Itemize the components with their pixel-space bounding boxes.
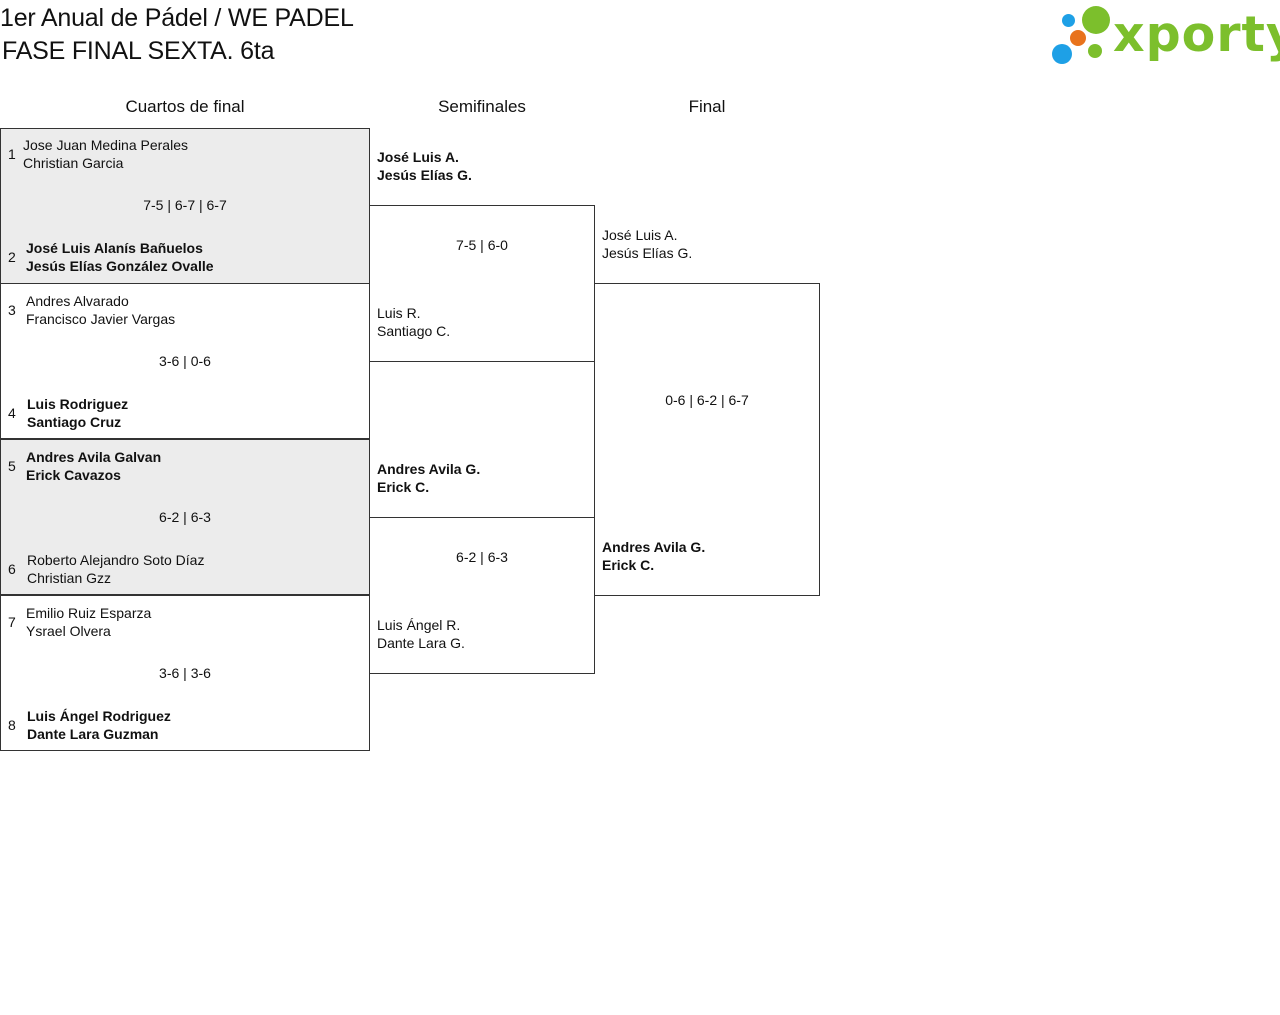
round-label-final: Final — [688, 97, 726, 116]
player-name: Ysrael Olvera — [26, 623, 111, 639]
semifinal-1-team-top-winner[interactable]: José Luis A. Jesús Elías G. — [377, 148, 472, 184]
logo-dot-green-small-icon — [1088, 44, 1102, 58]
logo-dot-green-icon — [1082, 6, 1110, 34]
player-name: Jesús Elías G. — [602, 245, 693, 261]
player-name: José Luis Alanís Bañuelos — [26, 240, 203, 256]
team-bottom-winner[interactable]: José Luis Alanís Bañuelos Jesús Elías Go… — [26, 239, 214, 275]
seed-number: 4 — [8, 405, 16, 421]
final-team-top[interactable]: José Luis A. Jesús Elías G. — [602, 226, 692, 262]
seed-number: 8 — [8, 717, 16, 733]
player-name: Dante Lara G. — [377, 635, 465, 651]
player-name: Luis Ángel Rodriguez — [27, 708, 171, 724]
match-score: 3-6 | 3-6 — [159, 665, 211, 681]
player-name: Erick C. — [377, 479, 430, 495]
team-top[interactable]: Andres Alvarado Francisco Javier Vargas — [26, 292, 175, 328]
player-name: Jesús Elías González Ovalle — [26, 258, 214, 274]
player-name: Emilio Ruiz Esparza — [26, 605, 152, 621]
xporty-logo[interactable]: xporty — [1050, 4, 1280, 68]
quarterfinal-match-4[interactable]: 7 Emilio Ruiz Esparza Ysrael Olvera 3-6 … — [0, 595, 370, 751]
player-name: Luis R. — [377, 305, 421, 321]
player-name: Francisco Javier Vargas — [26, 311, 176, 327]
player-name: Erick C. — [602, 557, 655, 573]
match-score: 0-6 | 6-2 | 6-7 — [665, 392, 749, 408]
player-name: Roberto Alejandro Soto Díaz — [27, 552, 205, 568]
team-bottom-winner[interactable]: Luis Rodriguez Santiago Cruz — [27, 395, 128, 431]
logo-wordmark: xporty — [1113, 6, 1280, 63]
seed-number: 2 — [8, 249, 16, 265]
match-score: 3-6 | 0-6 — [159, 353, 211, 369]
match-score: 6-2 | 6-3 — [159, 509, 211, 525]
team-bottom[interactable]: Luis Ángel R. Dante Lara G. — [377, 616, 465, 652]
quarterfinal-match-1[interactable]: 1 Jose Juan Medina Perales Christian Gar… — [0, 128, 370, 284]
quarterfinal-match-2[interactable]: 3 Andres Alvarado Francisco Javier Varga… — [0, 283, 370, 439]
team-top[interactable]: Emilio Ruiz Esparza Ysrael Olvera — [26, 604, 151, 640]
player-name: Jesús Elías G. — [377, 167, 472, 183]
player-name: José Luis A. — [377, 149, 459, 165]
player-name: Luis Ángel R. — [377, 617, 461, 633]
player-name: Erick Cavazos — [26, 467, 121, 483]
match-score: 6-2 | 6-3 — [456, 549, 508, 565]
seed-number: 3 — [8, 302, 16, 318]
team-top[interactable]: Jose Juan Medina Perales Christian Garci… — [23, 136, 188, 172]
round-label-quarterfinals: Cuartos de final — [125, 97, 245, 116]
seed-number: 5 — [8, 458, 16, 474]
player-name: Andres Avila G. — [377, 461, 481, 477]
player-name: Santiago Cruz — [27, 414, 122, 430]
logo-dot-orange-icon — [1070, 30, 1086, 46]
team-bottom[interactable]: Luis R. Santiago C. — [377, 304, 450, 340]
semifinal-match-1[interactable]: 7-5 | 6-0 Luis R. Santiago C. — [369, 205, 595, 362]
tournament-subtitle: FASE FINAL SEXTA. 6ta — [2, 37, 275, 65]
team-top-winner[interactable]: Andres Avila Galvan Erick Cavazos — [26, 448, 161, 484]
round-label-semifinals: Semifinales — [438, 97, 526, 116]
team-bottom-winner[interactable]: Luis Ángel Rodriguez Dante Lara Guzman — [27, 707, 171, 743]
player-name: Christian Gzz — [27, 570, 112, 586]
final-match[interactable]: 0-6 | 6-2 | 6-7 Andres Avila G. Erick C. — [594, 283, 820, 596]
seed-number: 6 — [8, 561, 16, 577]
player-name: Christian Garcia — [23, 155, 124, 171]
player-name: Jose Juan Medina Perales — [23, 137, 188, 153]
player-name: Andres Avila Galvan — [26, 449, 162, 465]
semifinal-match-2[interactable]: 6-2 | 6-3 Luis Ángel R. Dante Lara G. — [369, 517, 595, 674]
player-name: Luis Rodriguez — [27, 396, 129, 412]
tournament-title: 1er Anual de Pádel / WE PADEL — [0, 4, 354, 32]
seed-number: 7 — [8, 614, 16, 630]
semifinal-2-team-top-winner[interactable]: Andres Avila G. Erick C. — [377, 460, 480, 496]
player-name: Andres Alvarado — [26, 293, 129, 309]
player-name: José Luis A. — [602, 227, 678, 243]
logo-dot-blue-large-icon — [1052, 44, 1072, 64]
match-score: 7-5 | 6-0 — [456, 237, 508, 253]
match-score: 7-5 | 6-7 | 6-7 — [143, 197, 227, 213]
player-name: Andres Avila G. — [602, 539, 706, 555]
player-name: Dante Lara Guzman — [27, 726, 159, 742]
team-bottom[interactable]: Roberto Alejandro Soto Díaz Christian Gz… — [27, 551, 204, 587]
team-bottom-winner[interactable]: Andres Avila G. Erick C. — [602, 538, 705, 574]
quarterfinal-match-3[interactable]: 5 Andres Avila Galvan Erick Cavazos 6-2 … — [0, 439, 370, 595]
seed-number: 1 — [8, 146, 16, 162]
logo-dot-blue-small-icon — [1062, 14, 1075, 27]
player-name: Santiago C. — [377, 323, 451, 339]
